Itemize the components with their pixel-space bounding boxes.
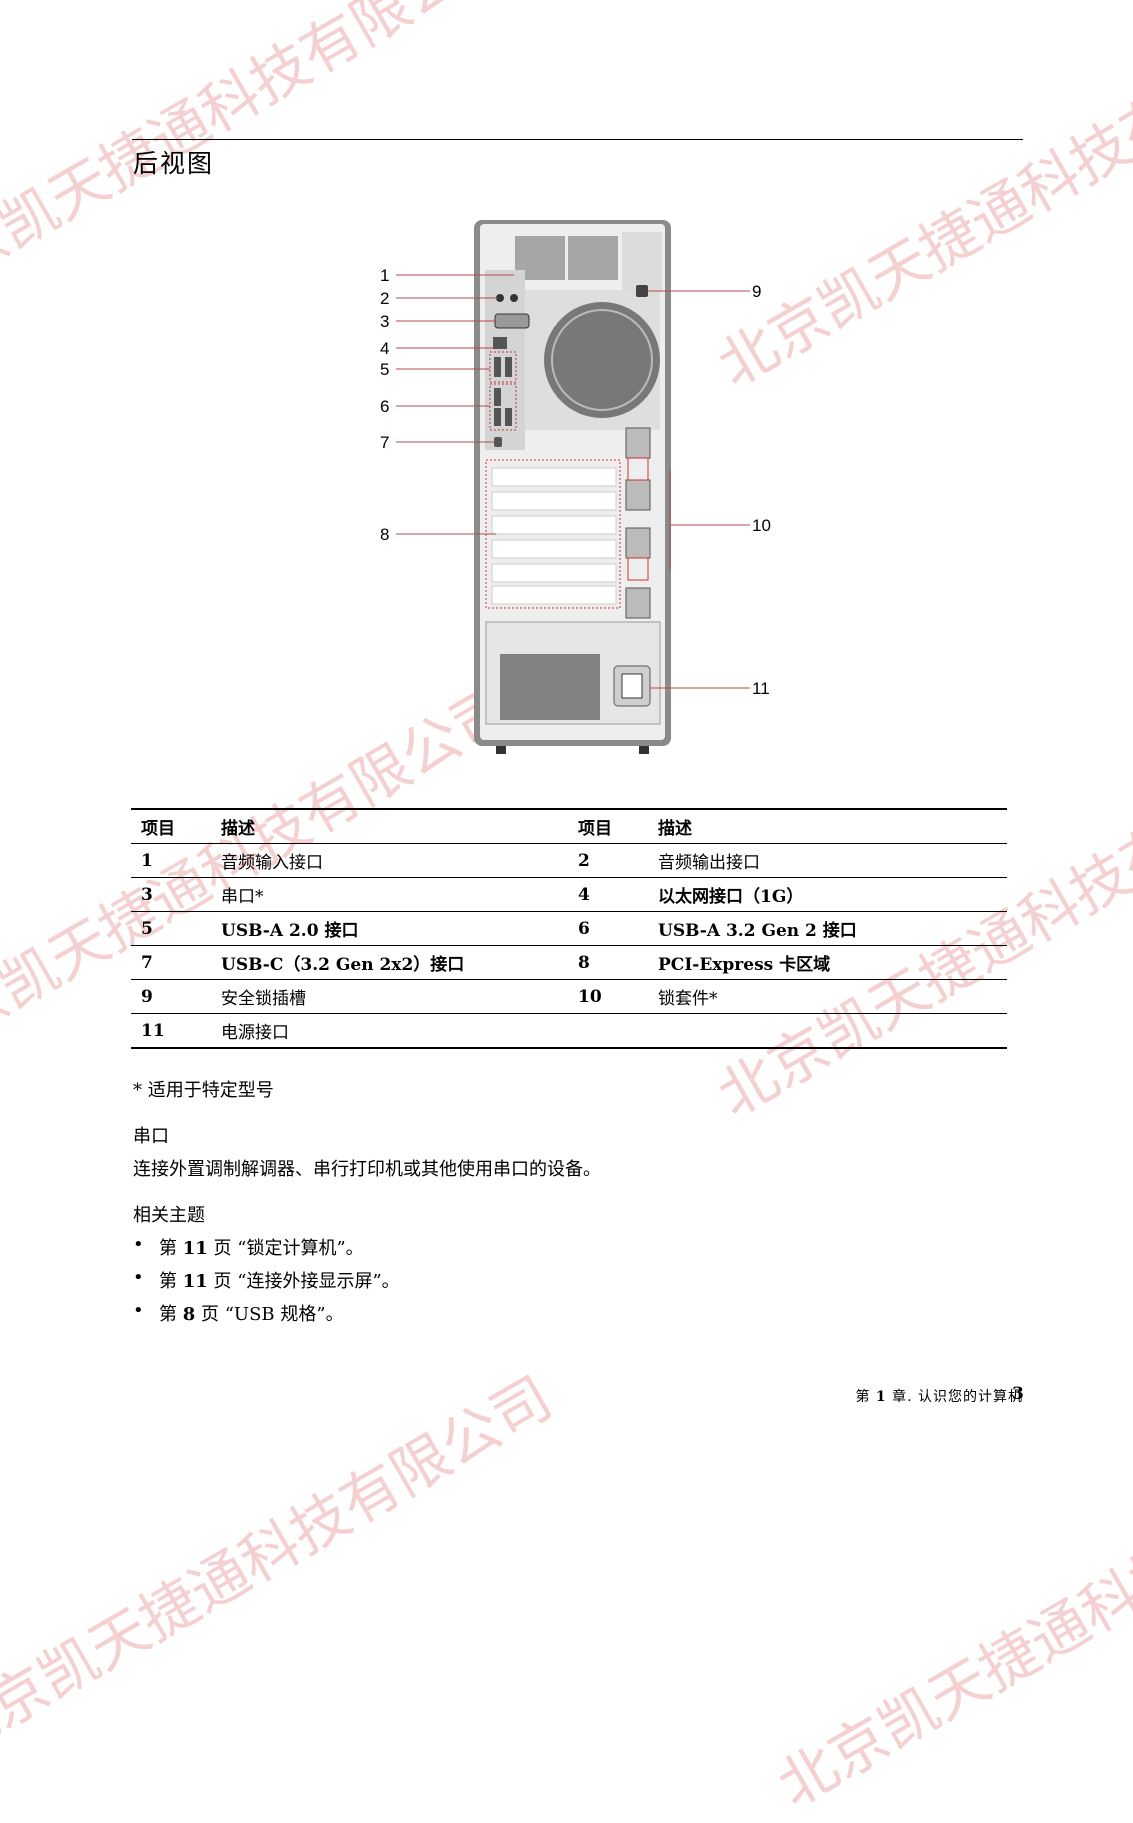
topic-page-number: 11 <box>182 1238 208 1259</box>
callout-4: 4 <box>380 339 389 358</box>
page-title: 后视图 <box>133 149 215 178</box>
watermark: 北京凯天捷通科技有限公司 <box>0 1363 564 1771</box>
item-number: 8 <box>568 945 648 980</box>
col-header-description: 描述 <box>211 809 568 844</box>
callout-9: 9 <box>752 282 761 301</box>
item-description: USB-A 3.2 Gen 2 接口 <box>648 911 1007 946</box>
callout-7: 7 <box>380 433 389 452</box>
item-description: USB-C（3.2 Gen 2x2）接口 <box>211 945 568 980</box>
item-number: 5 <box>131 911 211 946</box>
watermark: 北京凯天捷通科技有限公司 <box>766 1413 1133 1821</box>
callout-11: 11 <box>752 679 770 698</box>
col-header-description: 描述 <box>648 809 1007 844</box>
item-description: PCI-Express 卡区域 <box>648 945 1007 980</box>
item-description: 音频输出接口 <box>648 843 1007 878</box>
table-row: 11 电源接口 <box>131 1013 1007 1049</box>
col-header-item: 项目 <box>131 809 211 844</box>
chapter-number: 1 <box>875 1389 887 1405</box>
item-number: 6 <box>568 911 648 946</box>
topic-prefix: 第 <box>159 1304 177 1325</box>
item-number: 7 <box>131 945 211 980</box>
topic-link[interactable]: 页 “锁定计算机”。 <box>213 1238 364 1259</box>
table-row: 1 音频输入接口 2 音频输出接口 <box>131 843 1007 878</box>
item-number: 10 <box>568 979 648 1014</box>
chapter-title: 章. 认识您的计算机 <box>892 1389 1023 1405</box>
header-rule <box>132 139 1023 140</box>
list-item[interactable]: • 第 11 页 “锁定计算机”。 <box>133 1234 400 1267</box>
topic-prefix: 第 <box>159 1271 177 1292</box>
item-number: 9 <box>131 979 211 1014</box>
table-row: 7 USB-C（3.2 Gen 2x2）接口 8 PCI-Express 卡区域 <box>131 945 1007 980</box>
callout-2: 2 <box>380 289 389 308</box>
item-number: 2 <box>568 843 648 878</box>
item-description: 锁套件* <box>648 979 1007 1014</box>
item-description: 音频输入接口 <box>211 843 568 878</box>
related-topics-heading: 相关主题 <box>133 1205 205 1226</box>
item-number: 1 <box>131 843 211 878</box>
chapter-prefix: 第 <box>855 1389 871 1405</box>
rear-view-items-table: 项目 描述 项目 描述 1 音频输入接口 2 音频输出接口 3 串口* 4 以太… <box>131 808 1007 1049</box>
list-item[interactable]: • 第 11 页 “连接外接显示屏”。 <box>133 1267 400 1300</box>
bullet-icon: • <box>133 1300 144 1321</box>
topic-link[interactable]: 页 “USB 规格”。 <box>201 1304 344 1325</box>
table-header-row: 项目 描述 项目 描述 <box>131 809 1007 844</box>
bullet-icon: • <box>133 1267 144 1288</box>
page-footer: 第 1 章. 认识您的计算机 <box>855 1386 1023 1406</box>
footnote: * 适用于特定型号 <box>133 1080 274 1101</box>
callout-3: 3 <box>380 312 389 331</box>
item-number: 3 <box>131 877 211 912</box>
table-row: 5 USB-A 2.0 接口 6 USB-A 3.2 Gen 2 接口 <box>131 911 1007 946</box>
topic-page-number: 8 <box>182 1304 196 1325</box>
topic-link[interactable]: 页 “连接外接显示屏”。 <box>213 1271 400 1292</box>
bullet-icon: • <box>133 1234 144 1255</box>
item-description: 安全锁插槽 <box>211 979 568 1014</box>
item-number: 4 <box>568 877 648 912</box>
item-description: 电源接口 <box>211 1013 568 1049</box>
serial-heading: 串口 <box>133 1126 169 1147</box>
table-row: 3 串口* 4 以太网接口（1G） <box>131 877 1007 912</box>
related-topics-list: • 第 11 页 “锁定计算机”。 • 第 11 页 “连接外接显示屏”。 • … <box>133 1234 400 1333</box>
callout-1: 1 <box>380 266 389 285</box>
item-number <box>568 1013 648 1049</box>
item-description <box>648 1013 1007 1049</box>
table-row: 9 安全锁插槽 10 锁套件* <box>131 979 1007 1014</box>
col-header-item: 项目 <box>568 809 648 844</box>
serial-description: 连接外置调制解调器、串行打印机或其他使用串口的设备。 <box>133 1159 601 1180</box>
callout-10: 10 <box>752 516 771 535</box>
page-number: 3 <box>1012 1384 1024 1404</box>
item-description: 串口* <box>211 877 568 912</box>
callout-8: 8 <box>380 525 389 544</box>
list-item[interactable]: • 第 8 页 “USB 规格”。 <box>133 1300 400 1333</box>
item-description: USB-A 2.0 接口 <box>211 911 568 946</box>
topic-page-number: 11 <box>182 1271 208 1292</box>
rear-view-diagram: 1 2 3 4 5 6 7 8 9 10 11 <box>380 220 771 754</box>
item-description: 以太网接口（1G） <box>648 877 1007 912</box>
callout-6: 6 <box>380 397 389 416</box>
topic-prefix: 第 <box>159 1238 177 1259</box>
callout-5: 5 <box>380 360 389 379</box>
item-number: 11 <box>131 1013 211 1049</box>
